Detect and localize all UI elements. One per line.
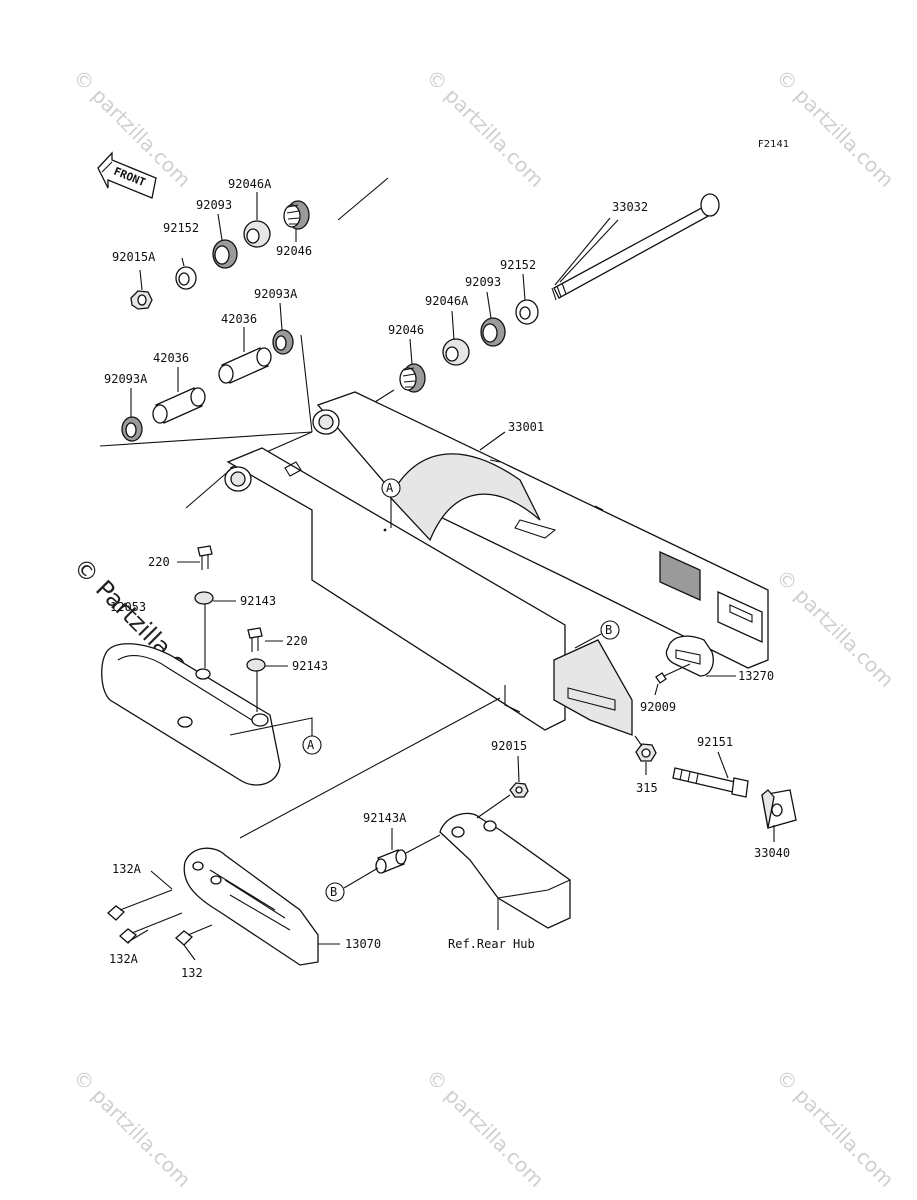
part-label: 132A	[112, 862, 142, 876]
part-label: 92093A	[254, 287, 298, 301]
part-label: 13070	[345, 937, 381, 951]
part-label: 132A	[109, 952, 139, 966]
part-label: 92151	[697, 735, 733, 749]
part-label: 92046A	[425, 294, 469, 308]
watermark: © partzilla.com	[421, 1065, 548, 1192]
nut-icon	[509, 782, 529, 798]
pivot-shaft-icon	[551, 193, 720, 301]
screw-icon	[655, 663, 691, 684]
part-label: 92046	[276, 244, 312, 258]
watermark: © partzilla.com	[771, 565, 898, 692]
seal-icon	[272, 329, 294, 355]
part-label: 315	[636, 781, 658, 795]
bearing-race-icon	[442, 338, 470, 366]
left-pivot-hardware	[99, 177, 389, 469]
part-label: 92152	[163, 221, 199, 235]
washer-icon	[246, 658, 266, 672]
chain-slider-assembly	[101, 545, 313, 786]
needle-bearing-icon	[399, 363, 426, 393]
part-labels: 92046A 92093 92152 92015A 92046 92093A 4…	[104, 177, 790, 980]
nut-icon	[635, 743, 657, 762]
svg-text:B: B	[605, 623, 612, 637]
ref-marker-b-bottom: B	[325, 867, 379, 902]
collar-icon	[515, 299, 539, 325]
collar-icon	[175, 266, 197, 290]
part-label: 33032	[612, 200, 648, 214]
part-label: 92015A	[112, 250, 156, 264]
part-label: 92093	[196, 198, 232, 212]
ref-marker-b-top: B	[574, 620, 620, 649]
oil-seal-icon	[480, 317, 506, 347]
bolt-icon	[197, 545, 213, 570]
part-label: 12053	[110, 600, 146, 614]
part-label: 92143	[240, 594, 276, 608]
washer-icon	[194, 591, 214, 605]
bolt-icon	[175, 924, 213, 946]
part-label: 92046A	[228, 177, 272, 191]
bolt-icon	[247, 627, 263, 652]
chain-guide-icon	[183, 847, 319, 966]
bolt-icon	[107, 889, 173, 921]
chain-adjuster-plate-icon	[665, 635, 714, 677]
part-label: 13270	[738, 669, 774, 683]
ref-marker-a-bottom: A	[302, 735, 322, 755]
nut-icon	[130, 290, 153, 310]
bolt-icon	[119, 912, 183, 944]
needle-bearing-icon	[283, 200, 310, 230]
watermark: © partzilla.com	[771, 1065, 898, 1192]
part-label: 33040	[754, 846, 790, 860]
chain-slider-icon	[101, 643, 281, 786]
leader-lines	[127, 192, 775, 961]
watermark: © partzilla.com	[421, 65, 548, 192]
sleeve-icon	[218, 347, 272, 384]
swingarm-33001	[185, 391, 769, 736]
adjuster-bolt-icon	[672, 767, 749, 798]
part-label: 42036	[221, 312, 257, 326]
seal-icon	[121, 416, 143, 442]
part-label: 220	[286, 634, 308, 648]
svg-text:A: A	[307, 738, 315, 752]
part-label: 132	[181, 966, 203, 980]
part-label: 220	[148, 555, 170, 569]
ref-marker-a-top: A	[381, 478, 401, 528]
part-label: 92143A	[363, 811, 407, 825]
watermark: © partzilla.com	[68, 1065, 195, 1192]
right-pivot-hardware	[374, 193, 720, 403]
part-label: 33001	[508, 420, 544, 434]
chain-adjuster-hardware	[634, 635, 797, 829]
ref-rear-hub-label: Ref.Rear Hub	[448, 937, 535, 951]
watermark: © partzilla.com	[771, 65, 898, 192]
oil-seal-icon	[212, 239, 238, 269]
spacer-collar-icon	[375, 849, 407, 874]
part-label: 42036	[153, 351, 189, 365]
part-label: 92015	[491, 739, 527, 753]
part-label: 92046	[388, 323, 424, 337]
part-label: 92093	[465, 275, 501, 289]
part-label: 92009	[640, 700, 676, 714]
figure-id: F2141	[758, 139, 789, 150]
part-label: 92143	[292, 659, 328, 673]
svg-text:A: A	[386, 481, 394, 495]
chain-guide-bracket-icon	[439, 812, 571, 929]
part-label: 92093A	[104, 372, 148, 386]
bearing-race-icon	[243, 220, 271, 248]
svg-text:B: B	[330, 885, 337, 899]
chain-guide-assembly	[107, 697, 571, 966]
part-label: 92152	[500, 258, 536, 272]
sleeve-icon	[152, 387, 206, 424]
adjuster-block-icon	[761, 789, 797, 829]
